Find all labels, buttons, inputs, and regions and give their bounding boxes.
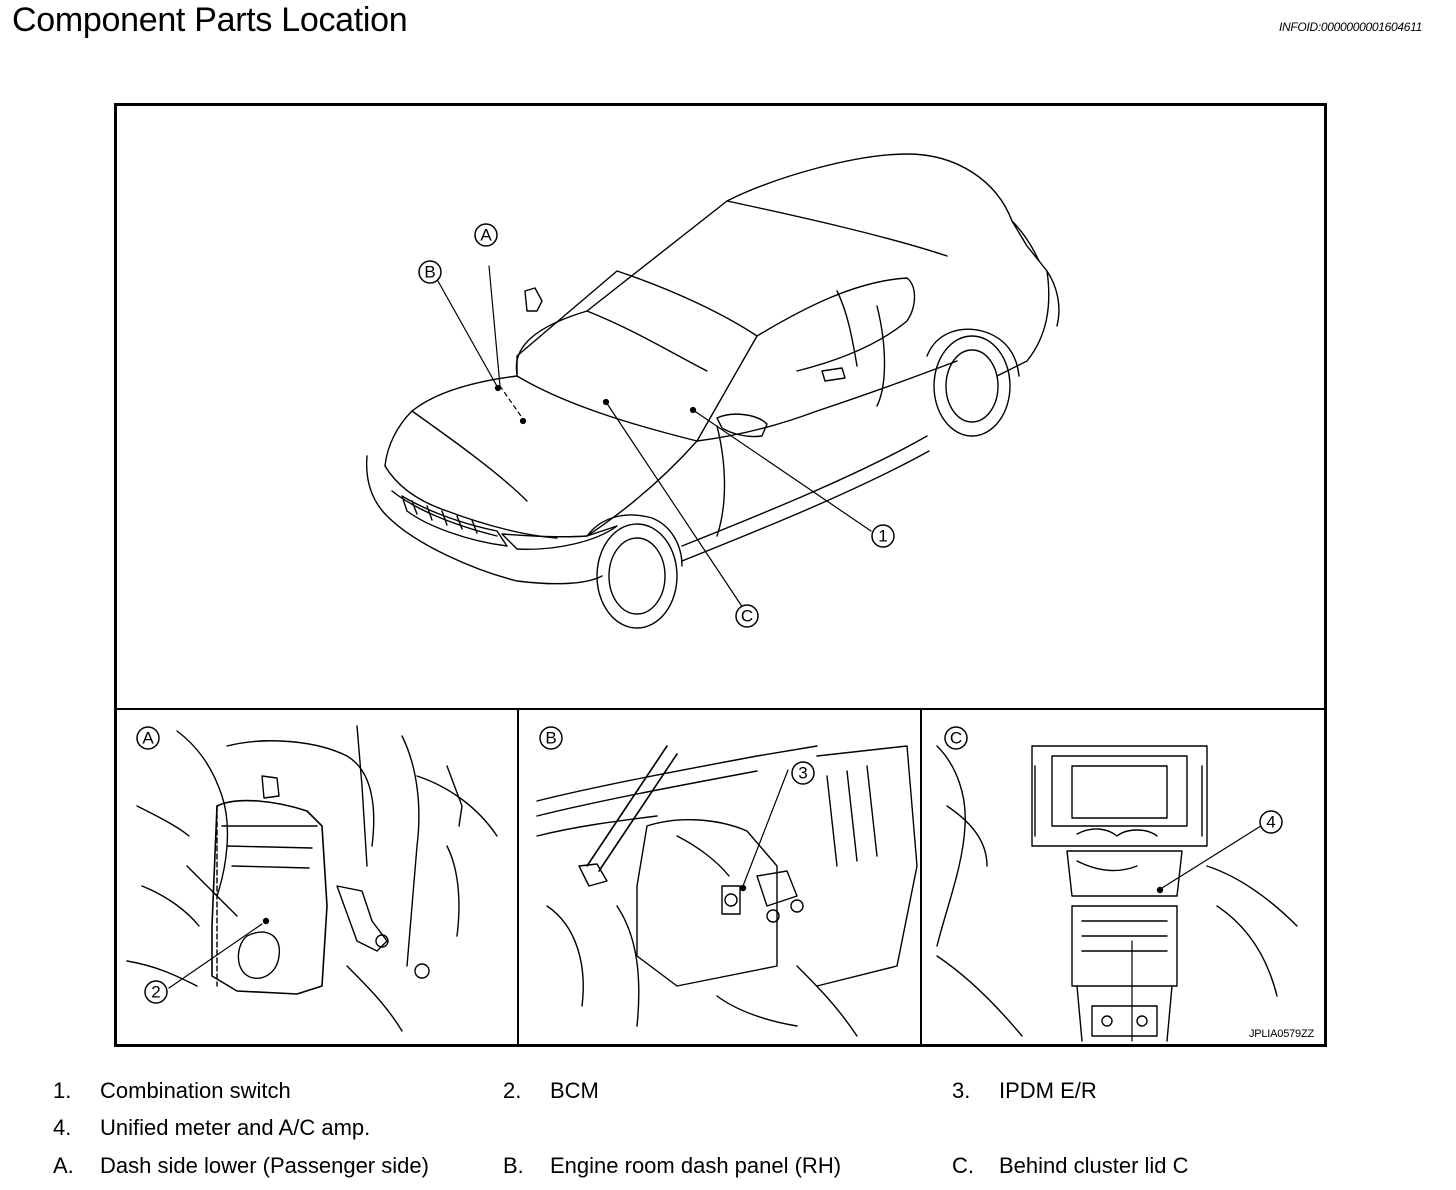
legend-text: Engine room dash panel (RH) bbox=[550, 1153, 842, 1178]
component-location-figure: A B C 1 A 2 B bbox=[114, 103, 1327, 1047]
legend: 1. Combination switch 2. BCM 3. IPDM E/R… bbox=[0, 1075, 1456, 1185]
panel-c-drawing bbox=[936, 745, 1298, 1042]
leader-lines bbox=[433, 265, 872, 612]
callout-c: C bbox=[735, 604, 759, 628]
callout-1: 1 bbox=[871, 524, 895, 548]
page-title: Component Parts Location bbox=[12, 1, 408, 39]
legend-text: BCM bbox=[550, 1078, 599, 1103]
svg-text:C: C bbox=[741, 607, 753, 626]
legend-key: B. bbox=[503, 1153, 524, 1178]
legend-key: 2. bbox=[503, 1078, 522, 1103]
panel-label-a: A bbox=[136, 726, 160, 750]
svg-text:B: B bbox=[424, 263, 435, 282]
legend-key: 3. bbox=[952, 1078, 971, 1103]
callout-2: 2 bbox=[144, 980, 168, 1004]
svg-text:3: 3 bbox=[798, 764, 807, 783]
callout-b: B bbox=[418, 260, 442, 284]
legend-text: Unified meter and A/C amp. bbox=[100, 1115, 371, 1140]
figure-drawing: A B C 1 A 2 B bbox=[117, 153, 1324, 1044]
callout-a: A bbox=[474, 223, 498, 247]
svg-text:1: 1 bbox=[878, 527, 887, 546]
callout-4: 4 bbox=[1259, 810, 1283, 834]
legend-key: A. bbox=[53, 1153, 74, 1178]
svg-text:C: C bbox=[950, 729, 962, 748]
svg-text:A: A bbox=[480, 226, 492, 245]
svg-text:B: B bbox=[545, 729, 556, 748]
legend-text: Dash side lower (Passenger side) bbox=[100, 1153, 429, 1178]
legend-key: 4. bbox=[53, 1115, 72, 1140]
info-id: INFOID:0000000001604611 bbox=[1279, 20, 1422, 34]
legend-key: 1. bbox=[53, 1078, 72, 1103]
legend-text: Combination switch bbox=[100, 1078, 291, 1103]
car-illustration bbox=[365, 153, 1060, 629]
legend-text: IPDM E/R bbox=[999, 1078, 1097, 1103]
legend-key: C. bbox=[952, 1153, 974, 1178]
legend-text: Behind cluster lid C bbox=[999, 1153, 1189, 1178]
panel-b-drawing bbox=[536, 745, 918, 1037]
panel-label-c: C bbox=[944, 726, 968, 750]
panel-label-b: B bbox=[539, 726, 563, 750]
callout-3: 3 bbox=[791, 761, 815, 785]
svg-text:2: 2 bbox=[151, 983, 160, 1002]
svg-text:A: A bbox=[142, 729, 154, 748]
callouts: A B C 1 A 2 B bbox=[136, 223, 1283, 1004]
panel-a-drawing bbox=[126, 725, 498, 1032]
svg-text:4: 4 bbox=[1266, 813, 1275, 832]
figure-code: JPLIA0579ZZ bbox=[1248, 1028, 1314, 1040]
